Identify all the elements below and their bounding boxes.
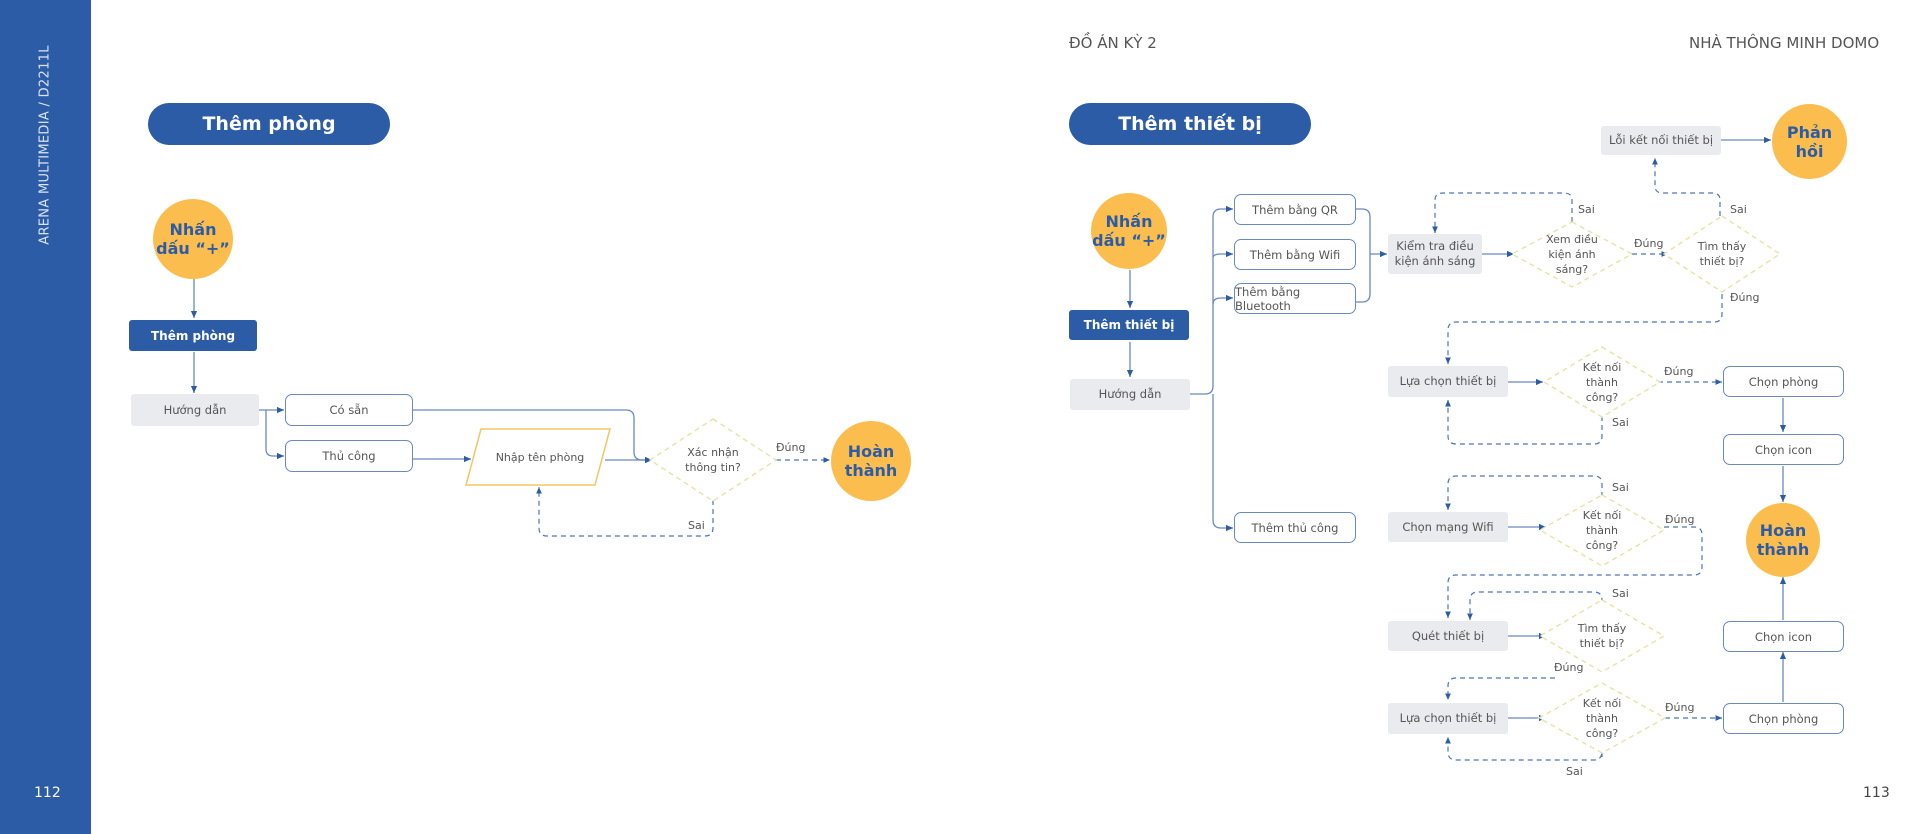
label-yes: Đúng: [1554, 661, 1584, 674]
node-choose-wifi: Chọn mạng Wifi: [1388, 512, 1508, 542]
node-select-device-2: Lựa chọn thiết bị: [1388, 703, 1508, 734]
label-no: Sai: [1612, 587, 1629, 600]
decision-confirm-info-text: Xác nhận thông tin?: [685, 446, 741, 474]
decision-found-device-2-text: Tìm thấy thiết bị?: [1577, 622, 1627, 650]
end-node-complete-right: Hoàn thành: [1746, 503, 1820, 577]
label-yes: Đúng: [1730, 291, 1760, 304]
label-yes: Đúng: [1664, 365, 1694, 378]
decision-diamond-connect-2: [1538, 494, 1666, 567]
node-check-light: Kiểm tra điều kiện ánh sáng: [1388, 234, 1482, 274]
option-add-manual: Thêm thủ công: [1234, 512, 1356, 543]
header-right-title: NHÀ THÔNG MINH DOMO: [1689, 34, 1880, 52]
node-guide-right: Hướng dẫn: [1070, 379, 1190, 410]
node-choose-icon-1: Chọn icon: [1723, 434, 1844, 465]
label-no: Sai: [1730, 203, 1747, 216]
label-no: Sai: [688, 519, 705, 532]
label-no: Sai: [1578, 203, 1595, 216]
action-add-device: Thêm thiết bị: [1069, 310, 1189, 340]
node-enter-room-name: Nhập tên phòng: [495, 450, 585, 464]
decision-diamond-confirm-info: [648, 418, 778, 502]
option-manual: Thủ công: [285, 440, 413, 472]
node-select-device-1: Lựa chọn thiết bị: [1388, 366, 1508, 397]
decision-connect-3-text: Kết nối thành công?: [1582, 696, 1622, 740]
section-title-add-device: Thêm thiết bị: [1069, 103, 1311, 145]
decision-diamond-connect-1: [1542, 346, 1662, 418]
decision-found-device-text: Tìm thấy thiết bị?: [1697, 240, 1747, 268]
option-add-wifi: Thêm bằng Wifi: [1234, 239, 1356, 270]
decision-view-light-text: Xem điều kiện ánh sáng?: [1546, 232, 1598, 276]
node-choose-room-1: Chọn phòng: [1723, 366, 1844, 397]
label-yes: Đúng: [776, 441, 806, 454]
label-yes: Đúng: [1665, 513, 1695, 526]
node-guide: Hướng dẫn: [131, 394, 259, 426]
end-node-complete: Hoàn thành: [831, 421, 911, 501]
node-scan-device: Quét thiết bị: [1388, 621, 1508, 651]
decision-diamond-view-light: [1510, 221, 1634, 288]
label-yes: Đúng: [1634, 237, 1664, 250]
option-add-qr: Thêm bằng QR: [1234, 194, 1356, 225]
header-left-title: ĐỒ ÁN KỲ 2: [1069, 34, 1157, 52]
option-add-bluetooth: Thêm bằng Bluetooth: [1234, 283, 1356, 314]
label-yes: Đúng: [1665, 701, 1695, 714]
end-node-feedback: Phản hồi: [1772, 104, 1847, 179]
decision-diamond-connect-3: [1537, 682, 1667, 754]
decision-diamond-found-device-2: [1538, 599, 1666, 673]
page-number-left: 112: [34, 785, 61, 801]
node-connection-error: Lỗi kết nối thiết bị: [1601, 126, 1721, 155]
option-available: Có sẵn: [285, 394, 413, 426]
page-number-right: 113: [1863, 785, 1890, 801]
section-title-add-room: Thêm phòng: [148, 103, 390, 145]
decision-connect-1-text: Kết nối thành công?: [1582, 360, 1622, 404]
node-choose-icon-2: Chọn icon: [1723, 621, 1844, 652]
label-no: Sai: [1566, 765, 1583, 778]
action-add-room: Thêm phòng: [129, 320, 257, 351]
start-node-press-plus-right: Nhấn dấu “+”: [1091, 193, 1167, 269]
input-parallelogram: [465, 428, 611, 486]
start-node-press-plus: Nhấn dấu “+”: [153, 199, 233, 279]
decision-connect-2-text: Kết nối thành công?: [1582, 508, 1622, 552]
label-no: Sai: [1612, 416, 1629, 429]
sidebar: ARENA MULTIMEDIA / D2211L 112: [0, 0, 91, 834]
decision-diamond-found-device-1: [1662, 215, 1782, 293]
node-choose-room-2: Chọn phòng: [1723, 703, 1844, 734]
label-no: Sai: [1612, 481, 1629, 494]
